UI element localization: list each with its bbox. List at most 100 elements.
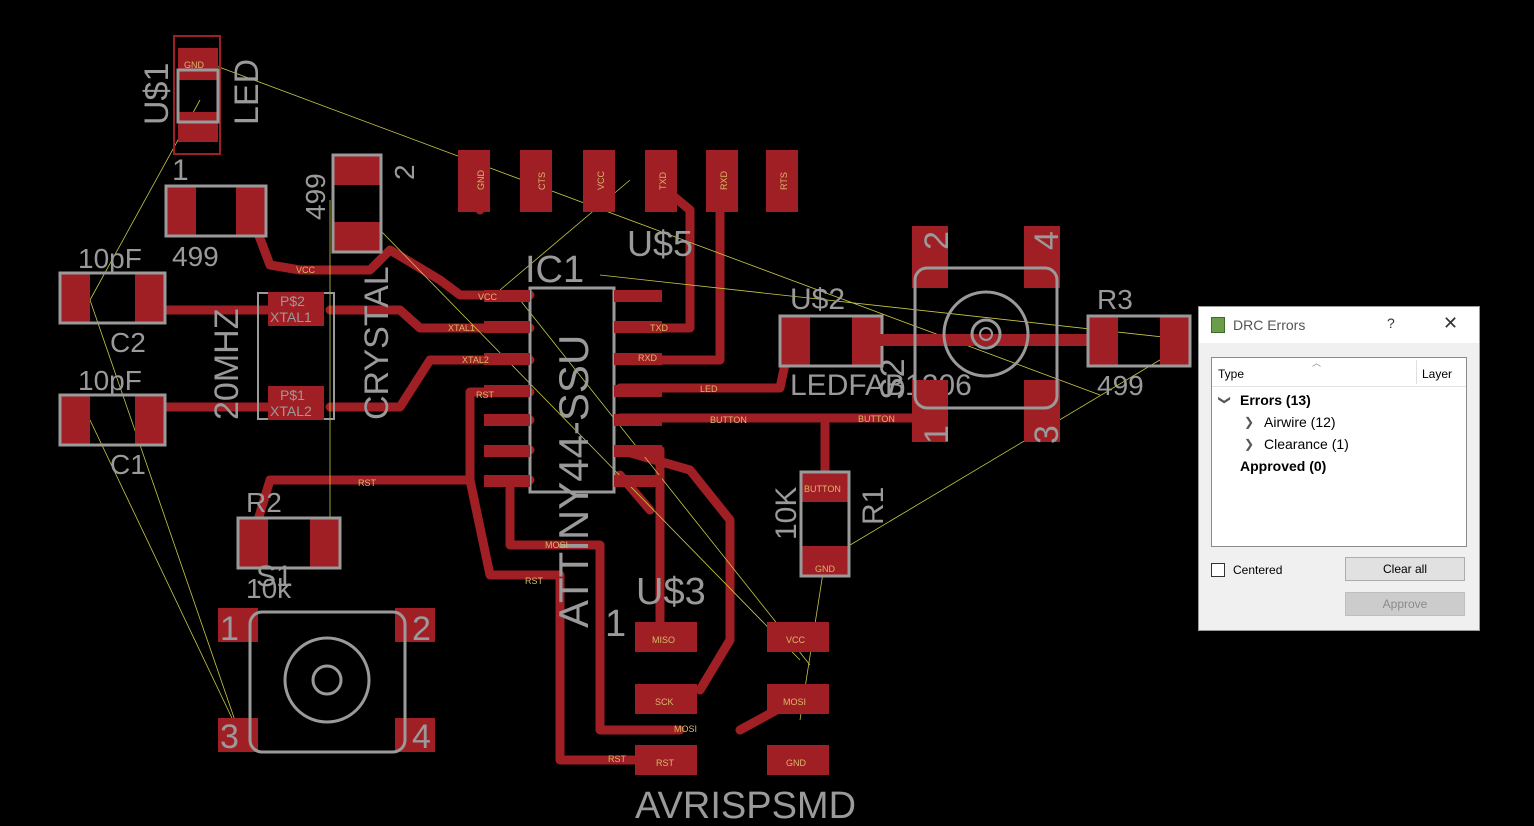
centered-label: Centered — [1233, 563, 1283, 577]
s2-pin-2: 2 — [918, 231, 956, 250]
column-type[interactable]: Type — [1218, 367, 1245, 381]
r-top-value: 499 — [172, 241, 219, 272]
u1-pad-gnd[interactable] — [178, 48, 218, 80]
r1-designator: R1 — [857, 487, 890, 525]
dialog-title: DRC Errors — [1233, 317, 1306, 333]
r-top-pad-2[interactable] — [236, 186, 266, 236]
ftdi-pad-vcc[interactable] — [583, 150, 615, 212]
u3-pad-miso[interactable] — [635, 622, 697, 652]
c2-pad-1[interactable] — [60, 273, 90, 323]
trace-rst-label: RST — [358, 478, 377, 488]
crystal-xtal2-label: XTAL2 — [270, 403, 312, 419]
ftdi-rts-label: RTS — [779, 172, 789, 190]
u3-pad-sck[interactable] — [635, 684, 697, 714]
ftdi-pad-rxd[interactable] — [706, 150, 738, 212]
tree-item-approved[interactable]: Approved (0) — [1240, 458, 1327, 474]
s2-pad-4[interactable] — [1024, 226, 1060, 288]
drc-errors-dialog[interactable]: DRC Errors ? ✕ ︿ Type Layer ❯ Errors (13… — [1198, 306, 1480, 631]
r2-pad-1[interactable] — [238, 518, 268, 568]
clear-all-button[interactable]: Clear all — [1345, 557, 1465, 581]
help-button[interactable]: ? — [1387, 315, 1395, 331]
ic1-pins — [484, 290, 662, 487]
c2-value: 10pF — [78, 243, 142, 274]
u3-miso-label: MISO — [652, 635, 675, 645]
u3-value: AVRISPSMD — [635, 785, 856, 826]
r2-value: 10k — [246, 573, 292, 604]
ftdi-pad-gnd[interactable] — [458, 150, 490, 212]
column-separator — [1416, 360, 1417, 384]
chevron-down-icon[interactable]: ❯ — [1218, 394, 1233, 406]
crystal-pad-p1[interactable] — [268, 386, 324, 420]
close-icon[interactable]: ✕ — [1443, 313, 1459, 333]
s2-pad-2[interactable] — [912, 226, 948, 288]
r1-gnd-label: GND — [815, 564, 836, 574]
error-tree[interactable]: ︿ Type Layer ❯ Errors (13) ❯ Airwire (12… — [1211, 357, 1467, 547]
u3-gnd-label: GND — [786, 758, 807, 768]
s2-pad-3[interactable] — [1024, 380, 1060, 442]
ic1-led-label: LED — [700, 384, 718, 394]
c1-pad-1[interactable] — [60, 395, 90, 445]
u2-pad-2[interactable] — [852, 316, 882, 366]
r1-value: 10K — [770, 487, 803, 540]
u1-designator: U$1 — [138, 63, 176, 125]
u5-designator: U$5 — [627, 223, 693, 264]
r2-pad-2[interactable] — [310, 518, 340, 568]
ic1-designator: IC1 — [525, 249, 584, 291]
r3-pad-1[interactable] — [1088, 316, 1118, 366]
u3-pad-gnd[interactable] — [767, 745, 829, 775]
chevron-right-icon[interactable]: ❯ — [1244, 437, 1255, 451]
r-vert-pad-2[interactable] — [333, 222, 381, 252]
crystal-xtal1-label: XTAL1 — [270, 309, 312, 325]
u1-pad-n2[interactable] — [178, 112, 218, 142]
ftdi-pad-rts[interactable] — [766, 150, 798, 212]
tree-item-errors[interactable]: Errors (13) — [1240, 392, 1311, 408]
chevron-right-icon[interactable]: ❯ — [1244, 415, 1255, 429]
s2-designator: S2 — [874, 358, 912, 400]
r-top-pad-1[interactable] — [166, 186, 196, 236]
crystal-p2-label: P$2 — [280, 293, 305, 309]
r-vert-body — [331, 153, 383, 254]
trace-rst-label-2: RST — [525, 576, 544, 586]
r3-pad-2[interactable] — [1160, 316, 1190, 366]
column-layer[interactable]: Layer — [1422, 367, 1453, 381]
r-top-body — [164, 184, 268, 238]
c1-pad-2[interactable] — [135, 395, 165, 445]
s2-pad-1[interactable] — [912, 380, 948, 442]
c1-body — [58, 393, 167, 447]
label-one-a: 1 — [172, 154, 189, 187]
r-vert-pad-1[interactable] — [333, 155, 381, 185]
r1-button-label: BUTTON — [804, 484, 841, 494]
ic1-button-label: BUTTON — [710, 415, 747, 425]
u3-pad-rst[interactable] — [635, 745, 697, 775]
ftdi-cts-label: CTS — [537, 172, 547, 190]
approve-button[interactable]: Approve — [1345, 592, 1465, 616]
u2-pad-1[interactable] — [780, 316, 810, 366]
label-one-b: 1 — [605, 603, 626, 645]
ftdi-pad-cts[interactable] — [520, 150, 552, 212]
s2-pin-4: 4 — [1028, 231, 1066, 250]
ftdi-vcc-label: VCC — [596, 170, 606, 190]
u3-sck-label: SCK — [655, 697, 674, 707]
centered-checkbox[interactable] — [1211, 563, 1225, 577]
dialog-titlebar[interactable]: DRC Errors ? ✕ — [1199, 307, 1479, 343]
crystal-pad-p2[interactable] — [268, 292, 324, 326]
trace-rst-label-3: RST — [608, 754, 627, 764]
r-vert-value: 499 — [300, 173, 331, 220]
u3-pad-mosi[interactable] — [767, 684, 829, 714]
tree-item-clearance[interactable]: Clearance (1) — [1264, 436, 1349, 452]
ftdi-pad-txd[interactable] — [645, 150, 677, 212]
r1-pad-1[interactable] — [801, 472, 849, 502]
tree-item-airwire[interactable]: Airwire (12) — [1264, 414, 1336, 430]
app-icon — [1211, 317, 1225, 333]
u2-designator: U$2 — [790, 283, 845, 316]
r2-body — [236, 516, 342, 570]
c2-pad-2[interactable] — [135, 273, 165, 323]
u3-pad-vcc[interactable] — [767, 622, 829, 652]
tree-header: ︿ Type Layer — [1212, 358, 1466, 387]
u3-vcc-label: VCC — [786, 635, 806, 645]
s2-pin-3: 3 — [1028, 425, 1066, 444]
r1-pad-2[interactable] — [801, 546, 849, 576]
ftdi-rxd-label: RXD — [719, 170, 729, 190]
crystal-freq: 20MHZ — [208, 309, 246, 420]
